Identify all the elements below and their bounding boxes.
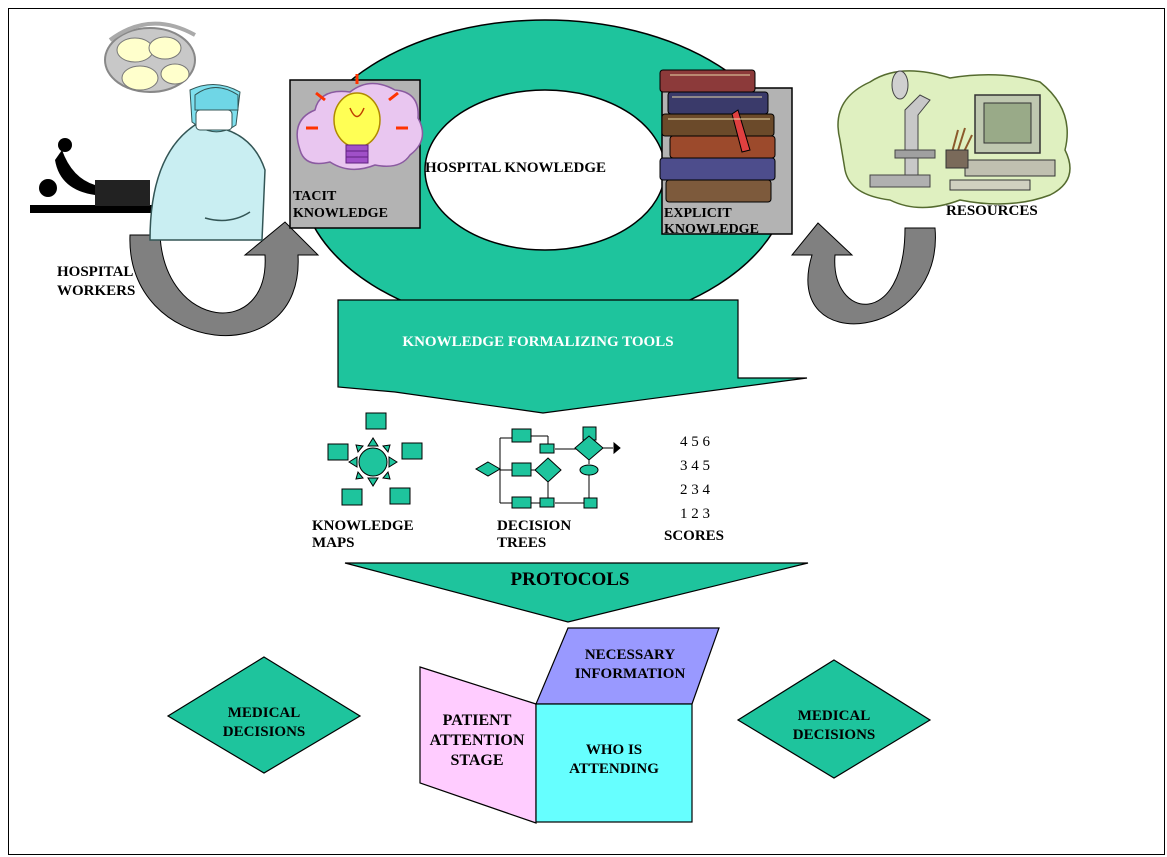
medical-decisions-right-diamond [736, 659, 932, 779]
knowledge-formalizing-tools-label: KNOWLEDGE FORMALIZING TOOLS [402, 334, 674, 350]
score-row: 1 2 3 [680, 506, 710, 522]
hospital-knowledge-label: HOSPITAL KNOWLEDGE [425, 160, 607, 176]
scores-label: SCORES [664, 528, 725, 544]
patient-attention-stage-label: PATIENT ATTENTION STAGE [429, 712, 525, 769]
knowledge-maps-label: KNOWLEDGE MAPS [312, 518, 414, 551]
hospital-workers-illustration [30, 21, 266, 241]
resources-illustration [837, 70, 1071, 209]
who-is-attending-label: WHO IS ATTENDING [569, 742, 659, 777]
diagram-frame [8, 8, 1165, 855]
scores-list: 4 5 6 3 4 5 2 3 4 1 2 3 [680, 430, 730, 526]
knowledge-map-icon [327, 412, 423, 506]
medical-decisions-left-diamond [166, 656, 362, 774]
protocols-label: PROTOCOLS [510, 569, 630, 590]
medical-decisions-left-label: MEDICAL DECISIONS [222, 705, 306, 740]
protocols-arrow [344, 562, 809, 623]
medical-decisions-right-label: MEDICAL DECISIONS [792, 708, 876, 743]
decision-tree-icon [475, 426, 621, 509]
protocol-box [419, 627, 720, 824]
score-row: 2 3 4 [680, 482, 710, 498]
decision-trees-label: DECISION TREES [497, 518, 572, 551]
tacit-knowledge-card [289, 74, 424, 229]
left-curved-arrow [129, 221, 320, 337]
score-row: 4 5 6 [680, 434, 710, 450]
score-row: 3 4 5 [680, 458, 710, 474]
necessary-information-label: NECESSARY INFORMATION [574, 647, 686, 682]
tacit-knowledge-label: TACIT KNOWLEDGE [293, 189, 388, 221]
explicit-knowledge-card [659, 69, 793, 235]
hospital-workers-label: HOSPITAL WORKERS [57, 264, 136, 299]
explicit-knowledge-label: EXPLICIT KNOWLEDGE [664, 206, 759, 237]
knowledge-formalizing-tools-arrow [337, 299, 808, 414]
right-curved-arrow [790, 222, 936, 325]
resources-label: RESOURCES [946, 203, 1038, 219]
